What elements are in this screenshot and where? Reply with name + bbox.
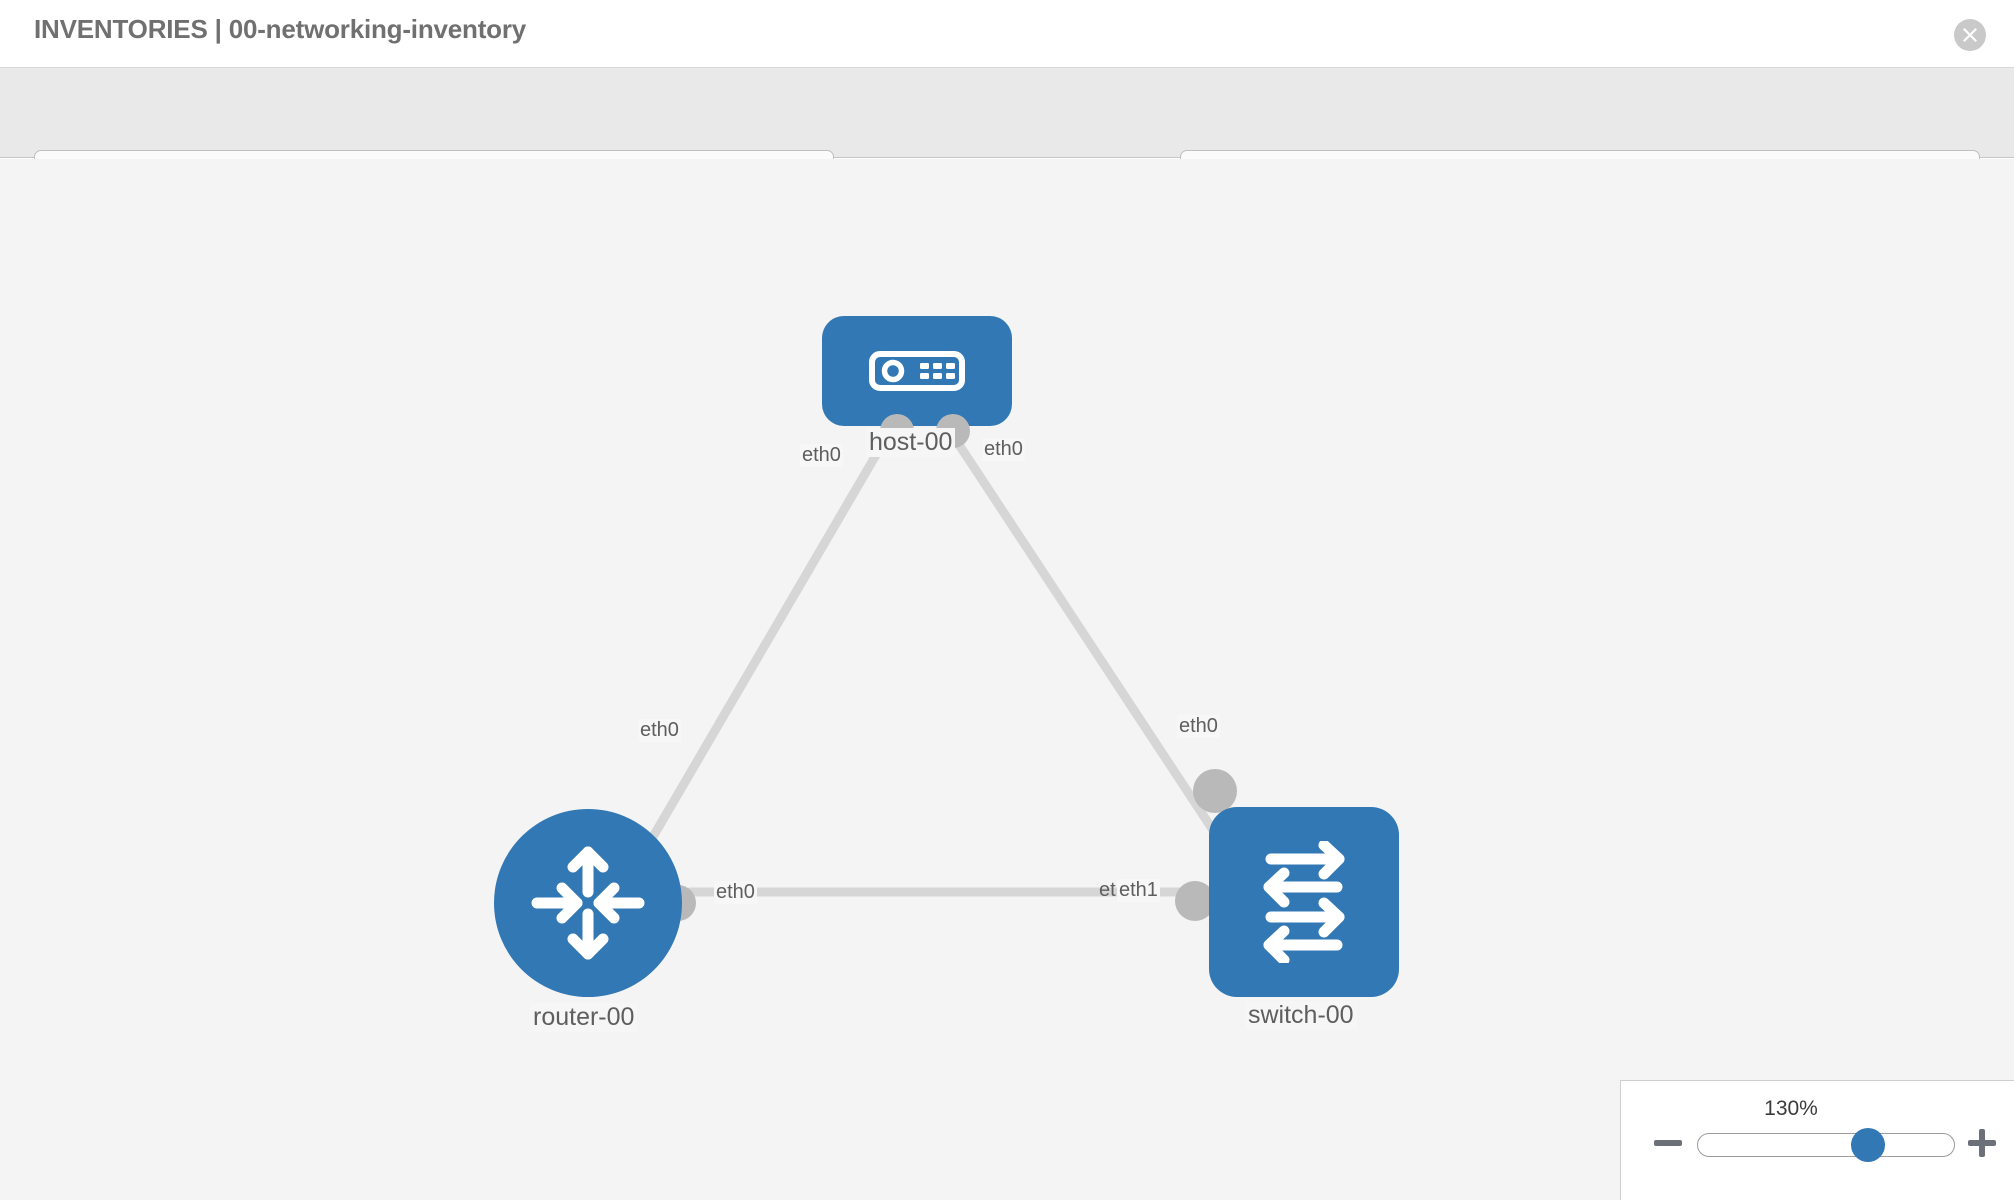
zoom-slider[interactable] [1697,1128,1955,1162]
router-arrows-icon [531,846,645,960]
switch-node-shape[interactable] [1209,807,1399,997]
page-title: INVENTORIES | 00-networking-inventory [34,14,527,44]
edge-label-host-left: eth0 [800,444,843,467]
edge-label-host-right: eth0 [982,438,1025,461]
zoom-out-icon[interactable] [1651,1126,1685,1160]
topology-canvas[interactable]: host-00 eth0 eth0 [0,159,2014,1200]
zoom-slider-handle[interactable] [1851,1128,1886,1162]
edge-label-router-right: eth0 [714,881,757,904]
router-node-shape[interactable] [494,809,682,997]
zoom-in-icon[interactable] [1965,1126,1999,1160]
edge-label-router-up: eth0 [638,719,681,742]
switch-socket-top[interactable] [1193,769,1237,813]
host-node-shape[interactable] [822,316,1012,426]
switch-arrows-icon [1263,841,1345,963]
toolbar: ACTIONS SEARCH [0,68,2014,204]
zoom-control-panel: 130% [1620,1080,2014,1200]
edge-label-switch-up: eth0 [1177,715,1220,738]
node-label-switch-00: switch-00 [1245,1001,1357,1030]
link-host-router [635,426,895,864]
zoom-level-value: 130% [1764,1097,1818,1120]
close-icon[interactable] [1954,19,1986,51]
edge-label-switch-left-b: eth1 [1117,879,1160,902]
switch-socket-left[interactable] [1175,881,1215,921]
link-host-switch [945,426,1237,864]
node-label-router-00: router-00 [530,1003,638,1032]
topology-links [635,426,1237,897]
page-header: INVENTORIES | 00-networking-inventory [0,0,2014,68]
server-icon [869,351,965,391]
node-label-host-00: host-00 [866,428,956,457]
